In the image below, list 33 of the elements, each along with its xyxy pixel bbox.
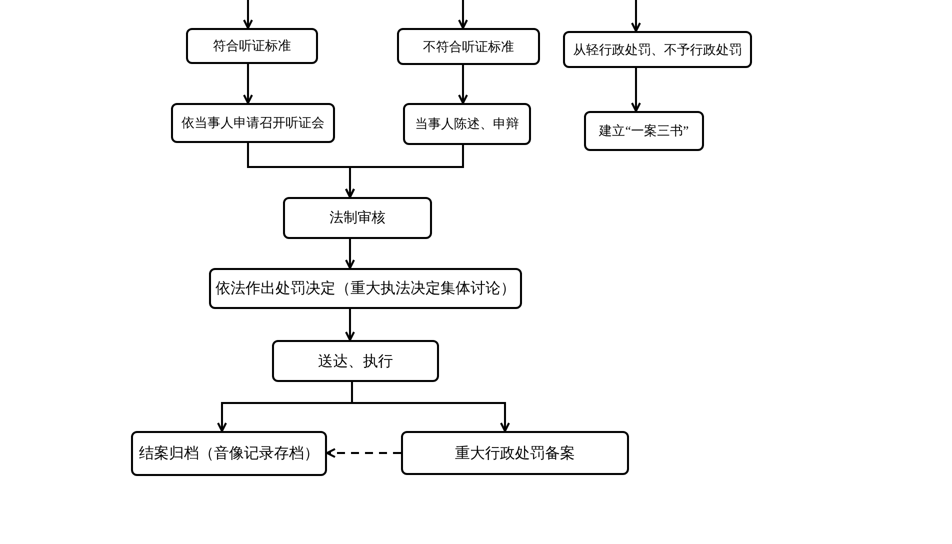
process-box xyxy=(209,268,522,309)
process-box xyxy=(131,431,327,476)
box-label: 依法作出处罚决定（重大执法决定集体讨论） xyxy=(216,279,516,298)
arrow xyxy=(345,145,464,198)
box-label: 符合听证标准 xyxy=(213,37,291,55)
arrow xyxy=(345,309,355,341)
process-box xyxy=(403,103,531,145)
dashed-arrow xyxy=(326,448,401,458)
box-label: 从轻行政处罚、不予行政处罚 xyxy=(573,40,742,58)
process-box xyxy=(272,340,439,382)
arrow xyxy=(345,239,355,269)
box-label: 当事人陈述、申辩 xyxy=(415,115,519,133)
process-box xyxy=(397,28,540,65)
process-box xyxy=(563,31,752,68)
process-box xyxy=(283,197,432,239)
box-label: 结案归档（音像记录存档） xyxy=(139,444,319,463)
process-box xyxy=(186,28,318,64)
box-label: 重大行政处罚备案 xyxy=(455,444,575,462)
box-label: 法制审核 xyxy=(330,209,386,227)
process-box xyxy=(401,431,629,475)
process-box xyxy=(584,111,704,151)
process-box xyxy=(171,103,335,143)
arrow xyxy=(243,0,253,29)
arrow xyxy=(243,64,253,104)
box-label: 依当事人申请召开听证会 xyxy=(182,114,324,132)
box-label: 不符合听证标准 xyxy=(423,38,514,56)
arrow xyxy=(458,65,468,104)
arrow xyxy=(458,0,468,29)
box-label: 送达、执行 xyxy=(318,352,393,370)
arrow xyxy=(351,382,510,432)
arrow xyxy=(631,68,641,112)
arrow xyxy=(631,0,641,32)
box-label: 建立“一案三书” xyxy=(599,122,689,140)
